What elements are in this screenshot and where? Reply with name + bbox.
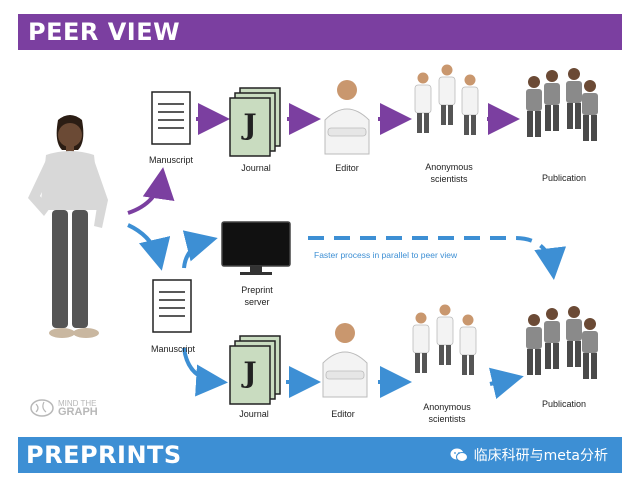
label-publication-bottom: Publication: [541, 399, 587, 409]
manuscript-document-icon-bottom: [152, 279, 192, 333]
manuscript-document-icon: [151, 91, 191, 145]
label-journal-bottom: Journal: [239, 409, 269, 419]
publication-audience-illustration: [526, 68, 598, 141]
researcher-woman-illustration: [28, 115, 108, 338]
watermark-text: 临床科研与meta分析: [473, 448, 608, 464]
label-scientists-line1: Anonymous: [425, 162, 473, 172]
top-banner: PEER VIEW: [18, 14, 622, 50]
scientists-group-illustration-bottom: [412, 304, 477, 376]
journal-icon-bottom: [229, 335, 281, 405]
label-journal: Journal: [241, 163, 271, 173]
preprint-server-monitor-icon: [221, 221, 291, 275]
label-scientists-bottom-line1: Anonymous: [423, 402, 471, 412]
label-preprint-server: Preprint server: [226, 284, 288, 308]
label-manuscript-bottom: Manuscript: [150, 344, 195, 354]
arrow-woman-to-manuscript-bottom: [127, 223, 171, 271]
logo-line1: MIND THE: [58, 399, 97, 408]
label-editor-bottom: Editor: [331, 409, 355, 419]
arrow-manuscript-to-journal-bottom: [182, 347, 228, 397]
label-preprint-line1: Preprint: [241, 285, 273, 295]
brain-icon: [30, 399, 54, 417]
label-manuscript: Manuscript: [148, 155, 193, 165]
editor-illustration-bottom: [322, 323, 368, 398]
label-scientists-line2: scientists: [430, 174, 468, 184]
scientists-group-illustration: [414, 64, 479, 136]
journal-icon: [229, 87, 281, 157]
journal-letter-bottom: J: [243, 356, 257, 389]
bottom-banner: PREPRINTS 临床科研与meta分析: [18, 437, 622, 473]
label-editor: Editor: [335, 163, 359, 173]
bottom-banner-title: PREPRINTS: [26, 441, 182, 469]
arrow-scientists-to-publication-bottom: [489, 367, 524, 399]
label-dashed-note: Faster process in parallel to peer view: [314, 250, 458, 260]
label-publication: Publication: [541, 173, 587, 183]
label-preprint-line2: server: [244, 297, 270, 307]
logo-line2: GRAPH: [58, 406, 98, 418]
arrow-woman-to-manuscript-top: [127, 167, 175, 215]
mind-the-graph-logo: MIND THE GRAPH: [58, 399, 98, 418]
wechat-icon: [450, 448, 468, 462]
journal-letter: J: [243, 108, 257, 141]
label-scientists-bottom-line2: scientists: [428, 414, 466, 424]
publication-audience-illustration-bottom: [526, 306, 598, 379]
label-scientists-bottom: Anonymous scientists: [411, 401, 483, 425]
arrow-manuscript-to-preprint: [182, 230, 218, 269]
watermark: 临床科研与meta分析: [450, 445, 608, 465]
editor-illustration: [324, 80, 370, 155]
label-scientists: Anonymous scientists: [413, 161, 485, 185]
top-banner-title: PEER VIEW: [28, 18, 181, 46]
